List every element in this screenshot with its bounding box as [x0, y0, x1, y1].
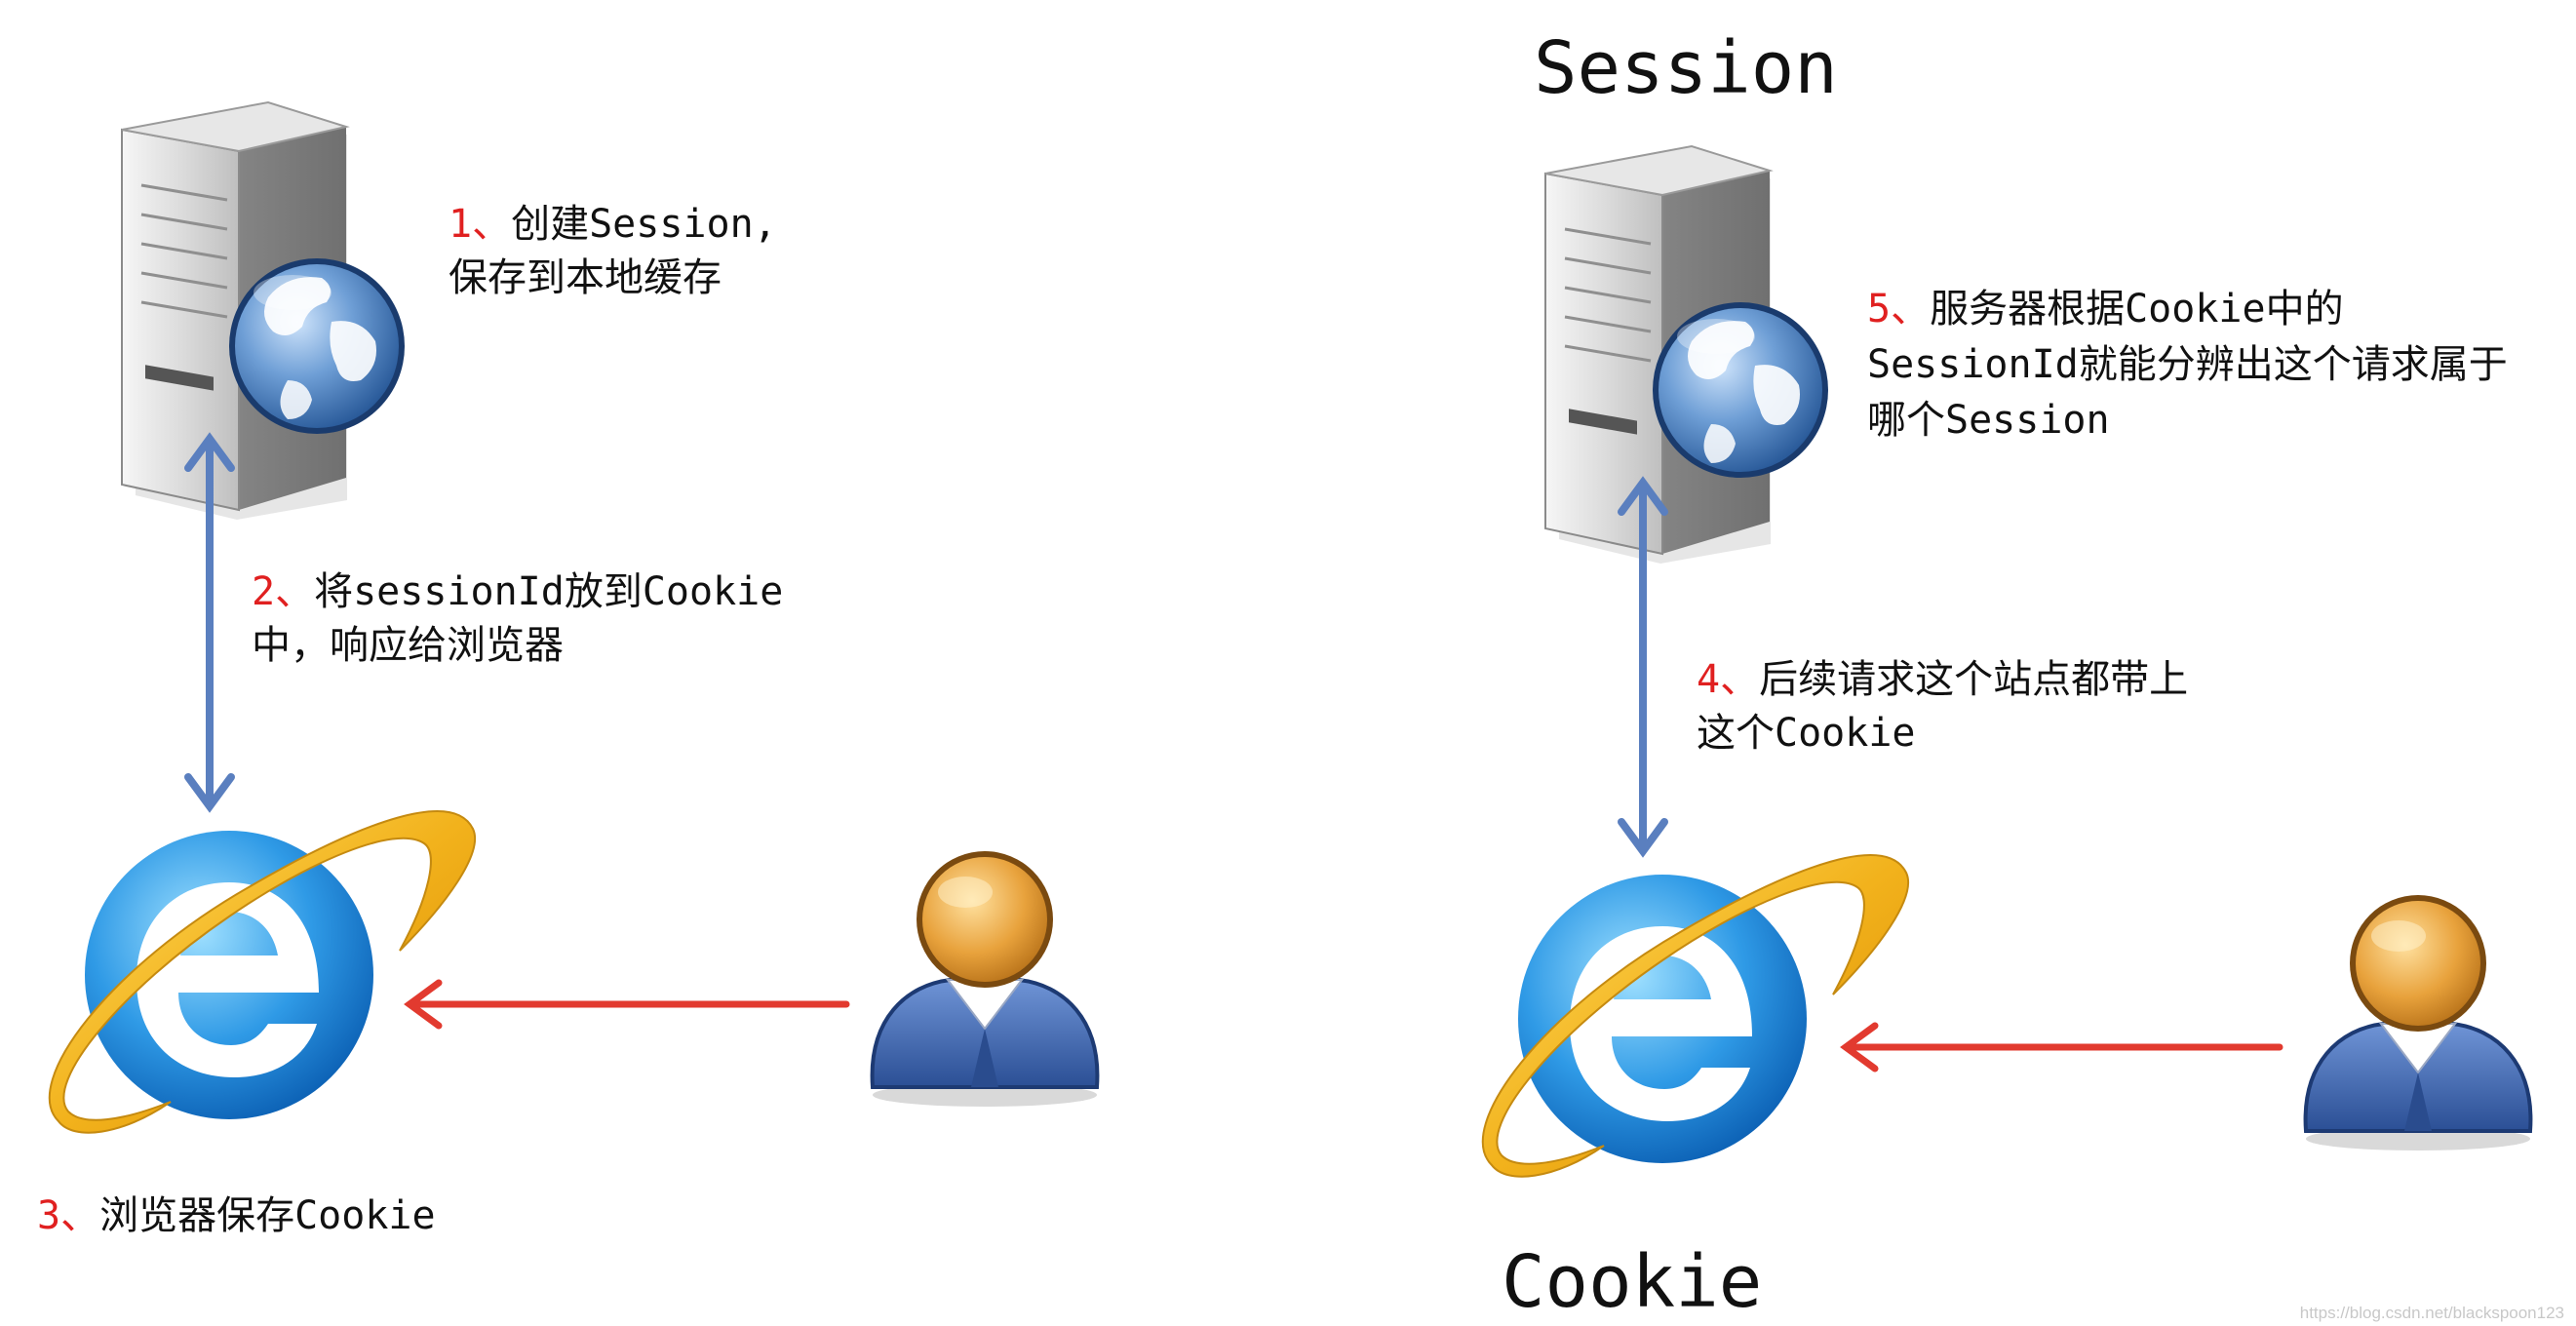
step-1-line-2: 保存到本地缓存 — [449, 255, 722, 300]
step-1-number: 1、 — [449, 202, 511, 247]
arrow-user-browser-right — [1840, 1022, 2283, 1072]
step-4-number: 4、 — [1697, 657, 1759, 702]
server-globe-icon — [1543, 144, 1830, 566]
cookie-title: Cookie — [1502, 1240, 1762, 1324]
step-2-number: 2、 — [252, 569, 314, 614]
step-5-line-1: 5、服务器根据Cookie中的 — [1867, 287, 2344, 332]
step-5-line-2: SessionId就能分辨出这个请求属于 — [1867, 342, 2508, 387]
internet-explorer-icon — [48, 810, 477, 1134]
step-3-number: 3、 — [37, 1193, 99, 1238]
arrow-server-browser-left — [184, 432, 235, 813]
step-2-line-1: 2、将sessionId放到Cookie — [252, 569, 783, 614]
step-4-line-1: 4、后续请求这个站点都带上 — [1697, 657, 2188, 702]
step-2-line-2: 中，响应给浏览器 — [252, 623, 564, 668]
server-globe-icon — [120, 100, 407, 522]
session-title: Session — [1534, 26, 1838, 110]
watermark: https://blog.csdn.net/blackspoon123 — [2300, 1304, 2564, 1322]
step-4-line-2: 这个Cookie — [1697, 711, 1916, 756]
user-avatar-icon — [2303, 893, 2533, 1152]
arrow-server-browser-right — [1618, 476, 1668, 858]
internet-explorer-icon — [1481, 854, 1910, 1178]
user-avatar-icon — [870, 849, 1100, 1109]
step-3-line-1: 3、浏览器保存Cookie — [37, 1193, 436, 1238]
step-5-line-3: 哪个Session — [1867, 398, 2110, 443]
step-5-number: 5、 — [1867, 287, 1930, 332]
step-1-line-1: 1、创建Session, — [449, 202, 777, 247]
arrow-user-browser-left — [404, 979, 850, 1030]
